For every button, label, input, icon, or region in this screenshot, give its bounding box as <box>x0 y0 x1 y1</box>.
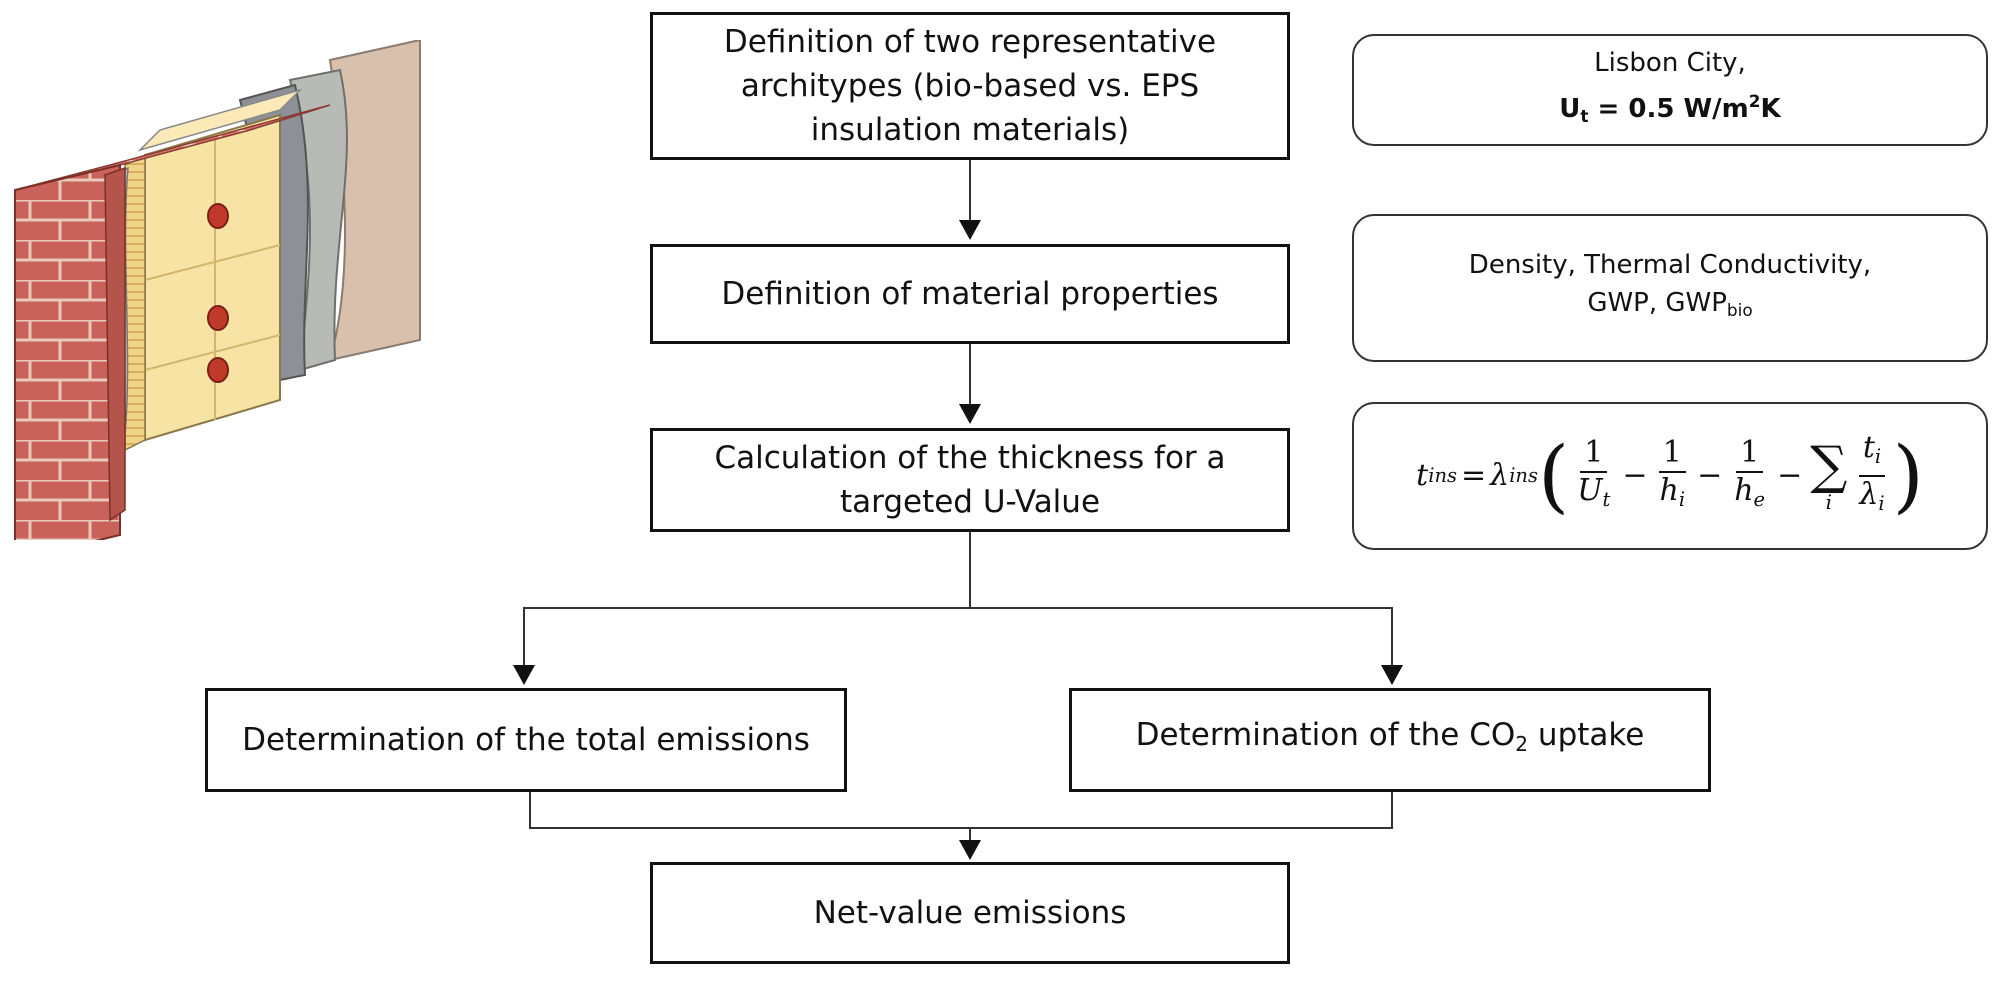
formula-frac: ti λi <box>1855 430 1888 522</box>
connector <box>1391 790 1393 828</box>
box-text: Definition of material properties <box>721 276 1219 312</box>
properties-note-box: Density, Thermal Conductivity, GWP, GWPb… <box>1352 214 1988 362</box>
formula-u: U <box>1577 472 1603 508</box>
dowel <box>207 203 229 229</box>
wall-section-illustration <box>13 40 421 540</box>
box-text: Definition of two representative <box>723 24 1217 60</box>
box-text: Determination of the CO2 uptake <box>1136 713 1645 766</box>
formula-sub: e <box>1753 487 1766 511</box>
arrow-head <box>1381 665 1403 685</box>
formula-lambda: λ <box>1490 458 1510 493</box>
note-text: GWP, GWPbio <box>1587 284 1752 329</box>
arrow-head <box>959 404 981 424</box>
formula-sub: i <box>1678 487 1686 511</box>
formula-sub: ins <box>1428 464 1458 487</box>
arrow-head <box>513 665 535 685</box>
arrow-head <box>959 840 981 860</box>
total-emissions-box: Determination of the total emissions <box>205 688 847 792</box>
gwp-label: GWP, GWP <box>1587 288 1727 319</box>
connector <box>523 607 1393 609</box>
formula-sub: i <box>1878 491 1885 515</box>
formula-den: he <box>1730 473 1769 518</box>
co2-uptake-box: Determination of the CO2 uptake <box>1069 688 1711 792</box>
formula-eq: = <box>1461 458 1487 493</box>
box-text: insulation materials) <box>810 112 1130 148</box>
connector <box>969 158 971 222</box>
formula-sub: t <box>1602 487 1611 511</box>
formula-t: t <box>1416 458 1429 493</box>
note-text: Lisbon City, <box>1594 48 1746 79</box>
formula-frac: 1 he <box>1730 435 1769 518</box>
arrow-head <box>959 220 981 240</box>
formula-lambda: λ <box>1859 477 1879 512</box>
box-text: Determination of the total emissions <box>242 722 810 758</box>
u-symbol: U <box>1559 94 1581 125</box>
formula-num: ti <box>1858 430 1886 477</box>
connector <box>529 827 1393 829</box>
connector <box>523 607 525 667</box>
insulation-panel <box>144 113 281 442</box>
brick-wall <box>14 163 121 540</box>
note-text: Density, Thermal Conductivity, <box>1468 250 1872 281</box>
formula-den: Ut <box>1573 473 1614 518</box>
formula-sum: ∑ i <box>1810 440 1847 512</box>
box-text: Calculation of the thickness for a <box>714 440 1226 476</box>
formula-sub: ins <box>1509 464 1538 487</box>
net-value-emissions-box: Net-value emissions <box>650 862 1290 964</box>
box-text: architypes (bio-based vs. EPS <box>740 68 1200 104</box>
formula-sigma: ∑ <box>1810 436 1848 496</box>
dowel <box>207 305 229 331</box>
formula-h: h <box>1734 472 1754 508</box>
connector <box>529 790 531 828</box>
formula-den: hi <box>1656 473 1690 518</box>
formula-frac: 1 Ut <box>1573 435 1614 518</box>
formula-t: t <box>1862 430 1875 466</box>
connector <box>969 827 971 841</box>
unit-k: K <box>1760 94 1781 125</box>
box-text: Net-value emissions <box>813 895 1127 931</box>
insulation-edge <box>124 153 146 452</box>
formula-den: λi <box>1855 477 1888 522</box>
formula-paren: ( <box>1538 429 1570 522</box>
formula-sub: i <box>1874 445 1882 468</box>
box-text: targeted U-Value <box>839 484 1101 520</box>
connector <box>969 342 971 406</box>
formula-minus: − <box>1697 458 1723 493</box>
formula-num: 1 <box>1736 435 1764 473</box>
formula-num: 1 <box>1580 435 1608 473</box>
co2-label: Determination of the CO <box>1135 717 1516 754</box>
formula-sum-index: i <box>1825 490 1832 514</box>
co2-uptake-label: uptake <box>1528 717 1645 754</box>
formula-num: 1 <box>1658 435 1686 473</box>
connector <box>969 530 971 608</box>
formula-minus: − <box>1777 458 1803 493</box>
formula-minus: − <box>1622 458 1648 493</box>
brick-side <box>104 166 126 522</box>
archetype-definition-box: Definition of two representative archity… <box>650 12 1290 160</box>
insulation-top <box>137 88 303 152</box>
u-subscript: t <box>1580 106 1589 127</box>
gwp-bio-subscript: bio <box>1726 300 1753 321</box>
u-value: = 0.5 W/m <box>1588 94 1749 125</box>
formula-frac: 1 hi <box>1656 435 1690 518</box>
formula-h: h <box>1659 472 1679 508</box>
formula-paren: ) <box>1892 429 1924 522</box>
location-note-box: Lisbon City, Ut = 0.5 W/m2K <box>1352 34 1988 146</box>
connector <box>1391 607 1393 667</box>
co2-subscript: 2 <box>1515 732 1529 757</box>
dowel <box>207 357 229 383</box>
material-properties-box: Definition of material properties <box>650 244 1290 344</box>
thickness-calculation-box: Calculation of the thickness for a targe… <box>650 428 1290 532</box>
unit-superscript: 2 <box>1748 91 1761 112</box>
note-text: Ut = 0.5 W/m2K <box>1559 82 1780 135</box>
